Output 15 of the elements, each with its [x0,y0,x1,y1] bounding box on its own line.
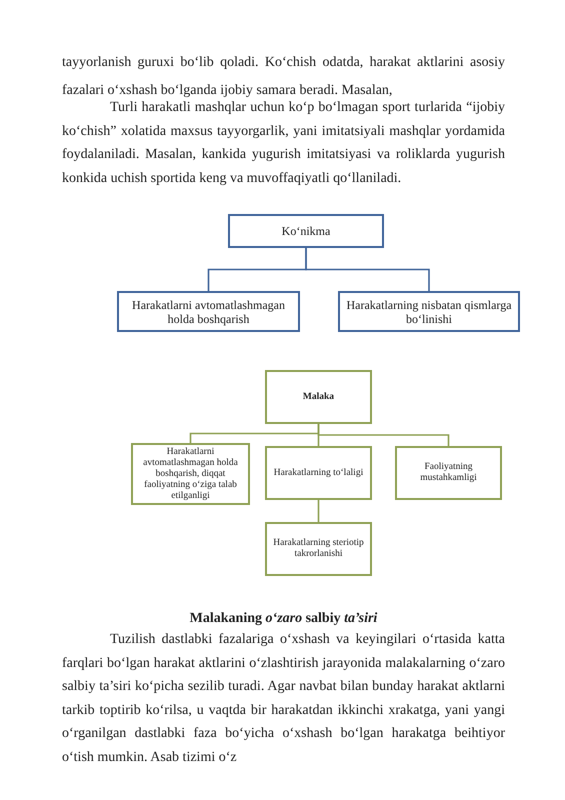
paragraph: Turli harakatli mashqlar uchun ko‘p bo‘lmagan sport turlarida “ijobiy ko‘chish” xolatida maxsus tayyorgarlik, yani imitatsiyali mashqlar yordamida foydalaniladi. Masalan, kankida yugurish imitatsiyasi va roliklarda yugurish konkida uchish sportida keng va muvoffaqiyatli qo‘llaniladi. [62,99,505,188]
connector-line [305,248,430,291]
text-box: Harakatlarning steriotip takrorlanishi [265,522,372,576]
text-box: Harakatlarni avtomatlashmagan holda boshqarish, diqqat faoliyatning o‘ziga talab etilganligi [131,443,250,505]
text-box: Malaka [265,370,372,424]
text-box: Ko‘nikma [228,214,384,248]
text-box: Harakatlarni avtomatlashmagan holda boshqarish [117,291,300,332]
text-box: Faoliyatning mustahkamligi [395,446,502,500]
paragraph: tayyorlanish guruxi bo‘lib qoladi. Ko‘chish odatda, harakat aktlarini asosiy fazalari o‘xshash bo‘lganda ijobiy samara beradi. Masalan, [62,54,505,100]
connector-line [318,500,320,522]
connector-line [318,424,450,446]
text-box: Harakatlarning to‘laligi [265,446,372,500]
paragraph: Tuzilish dastlabki fazalariga o‘xshash va keyingilari o‘rtasida katta farqlari bo‘lgan harakat aktlarini o‘zlashtirish jarayonida malakalarning o‘zaro salbiy ta’siri ko‘picha sezilib turadi. Agar navbat bilan bunday harakat aktlarni tarkib toptirib ko‘rilsa, u vaqtda bir harakatdan ikkinchi xrakatga, yani yangi o‘rganilgan dastlabki faza bo‘yicha o‘xshash bo‘lgan harakatga beihtiyor o‘tish mumkin. Asab tizimi o‘z [62,631,505,766]
text-box: Harakatlarning nisbatan qismlarga bo‘linishi [338,291,520,332]
section-heading: Malakaning o‘zaro salbiy ta’siri [188,610,378,628]
